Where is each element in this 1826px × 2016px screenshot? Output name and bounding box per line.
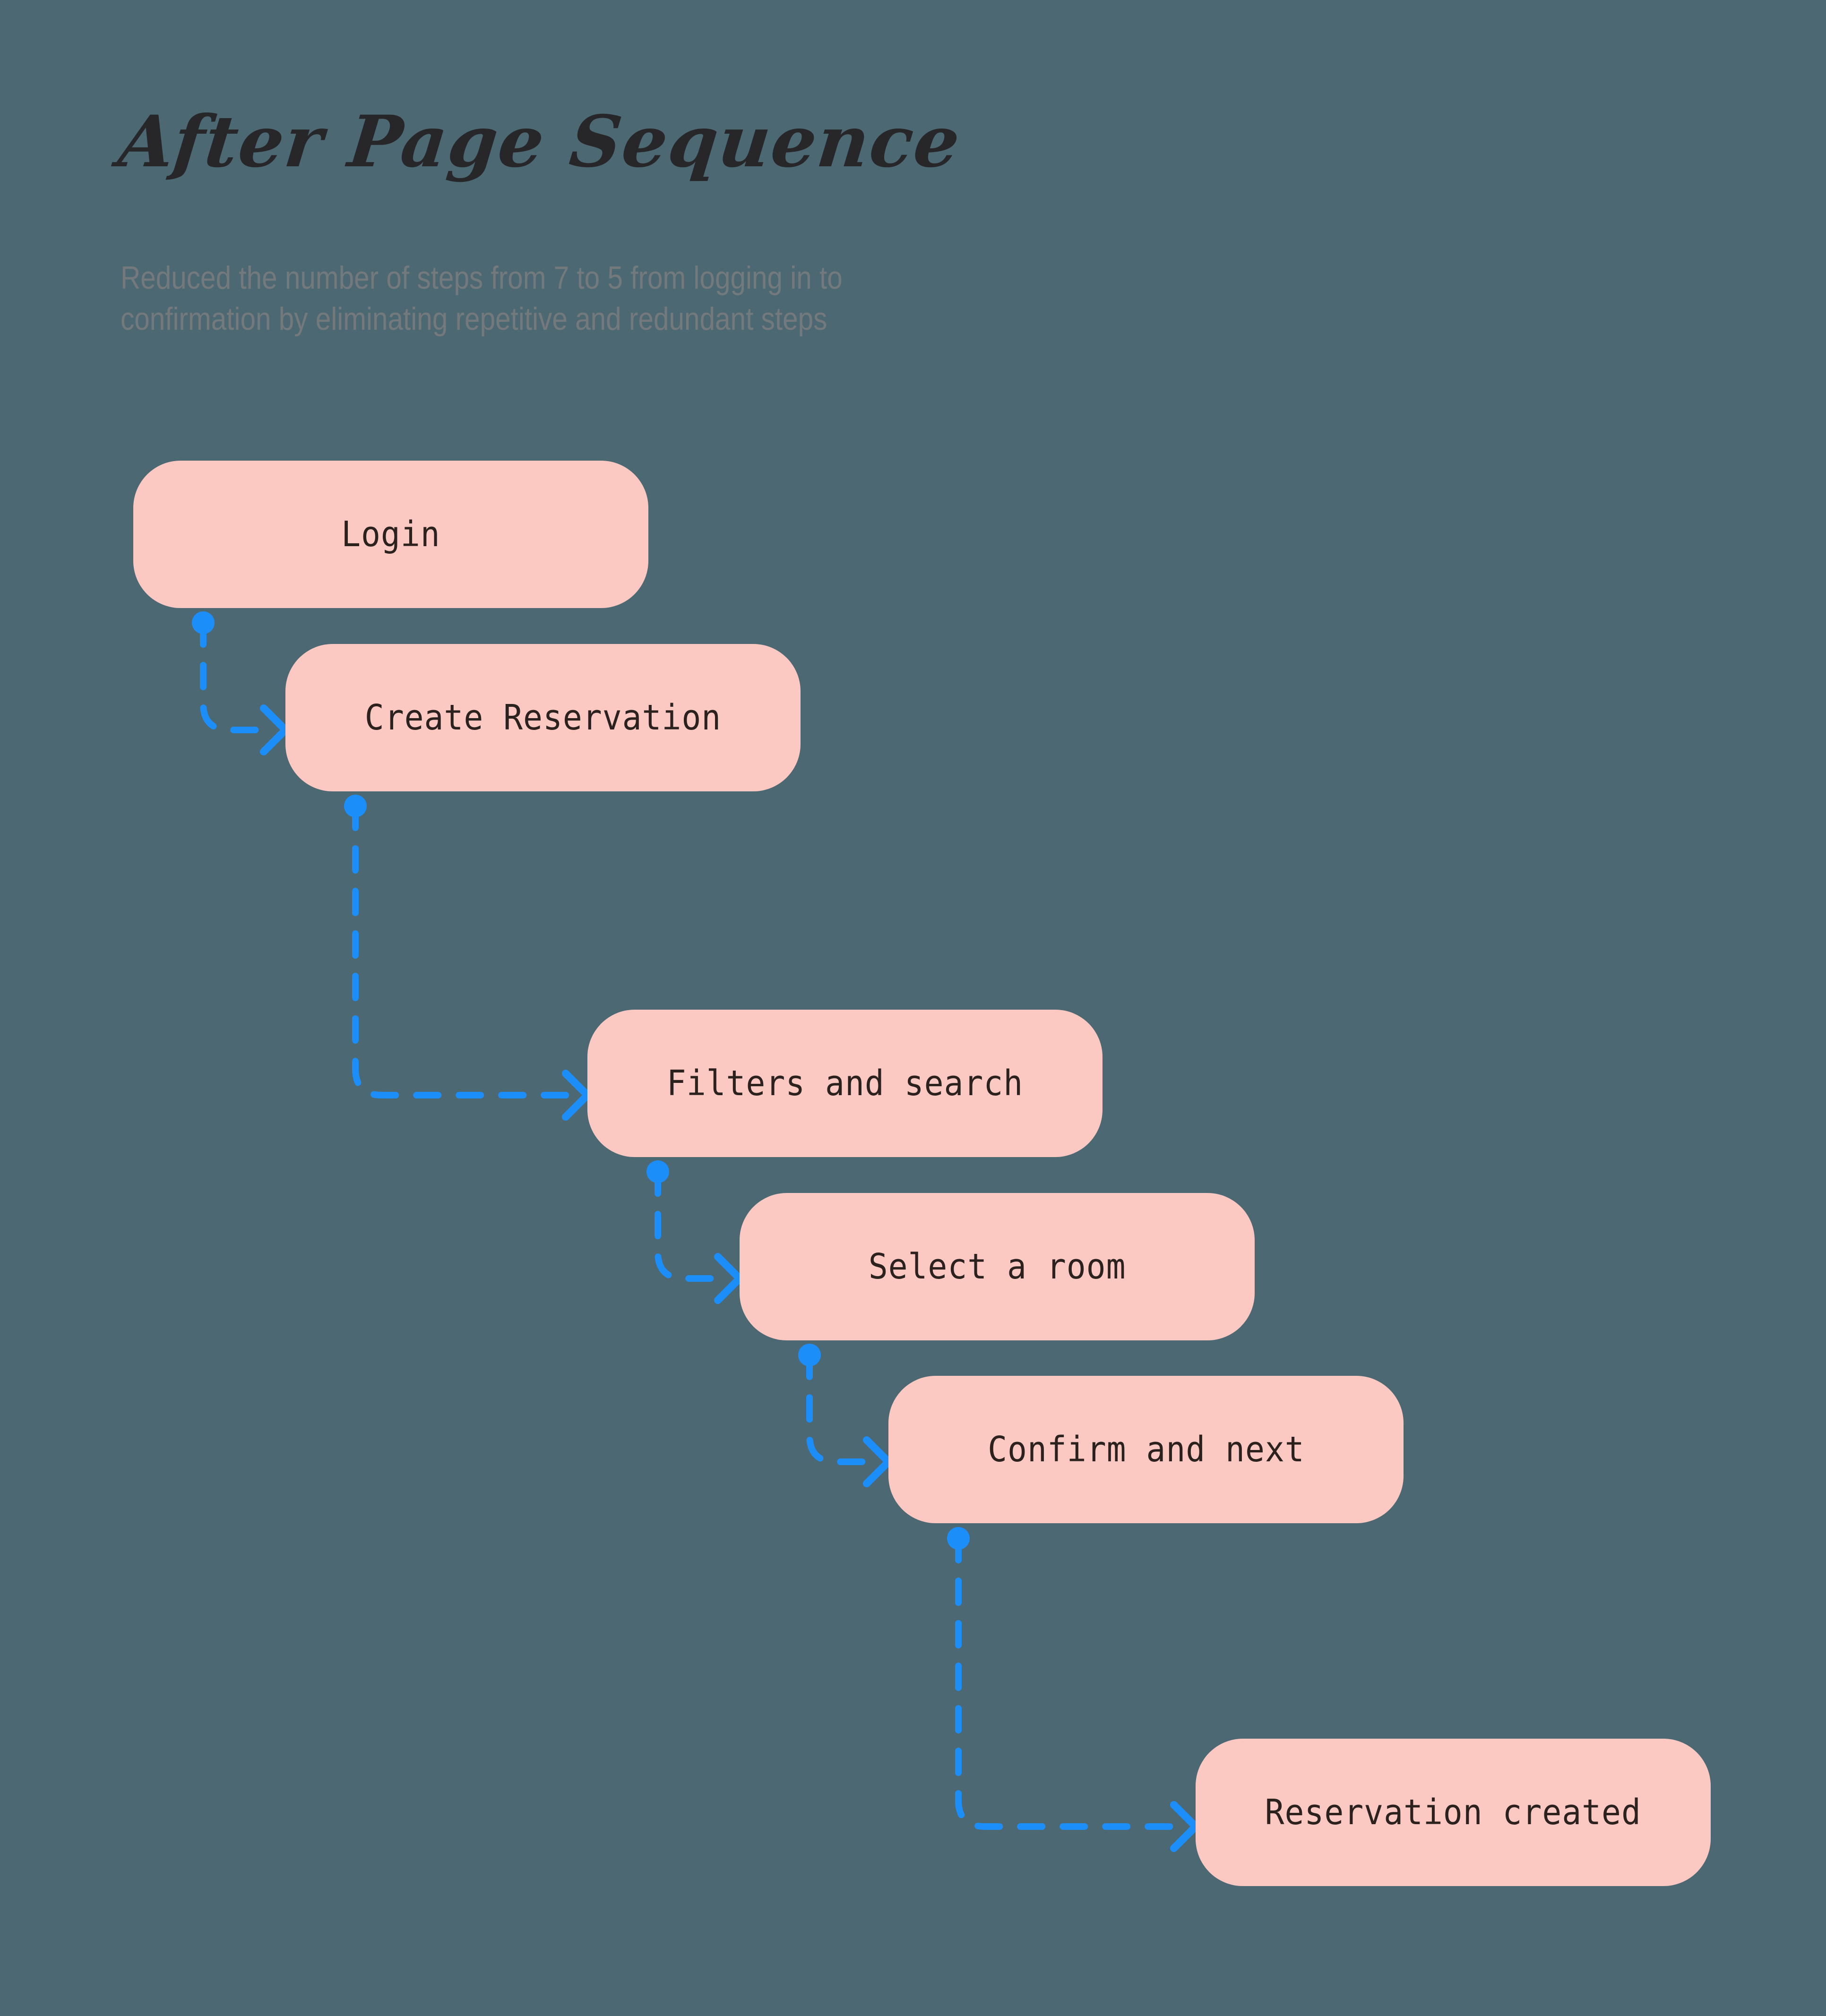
connector-origin-dot (947, 1527, 970, 1550)
connector-path (955, 1535, 1179, 1830)
connector-arrowhead-icon (1170, 1801, 1199, 1852)
connector-create-reservation-to-filters-and-search (344, 795, 591, 1121)
connector-arrowhead-icon (714, 1253, 743, 1304)
flow-node-login[interactable]: Login (133, 461, 648, 608)
flow-node-label: Confirm and next (987, 1429, 1305, 1470)
page-subtitle: Reduced the number of steps from 7 to 5 … (121, 260, 843, 337)
connector-select-a-room-to-confirm-and-next (798, 1344, 892, 1487)
connector-path (655, 1168, 723, 1282)
connector-path (200, 619, 269, 733)
flow-node-create-reservation[interactable]: Create Reservation (285, 644, 801, 791)
flow-node-label: Create Reservation (364, 697, 722, 738)
connector-origin-dot (192, 611, 215, 634)
connector-filters-and-search-to-select-a-room (646, 1160, 743, 1304)
flow-node-confirm-and-next[interactable]: Confirm and next (888, 1376, 1404, 1523)
connector-login-to-create-reservation (192, 611, 289, 755)
connector-path (352, 803, 571, 1098)
connector-origin-dot (646, 1160, 669, 1183)
flow-node-filters-and-search[interactable]: Filters and search (587, 1010, 1102, 1157)
flow-node-label: Select a room (868, 1246, 1126, 1287)
connector-path (806, 1352, 872, 1465)
flow-node-label: Reservation created (1265, 1792, 1642, 1833)
flow-node-select-a-room[interactable]: Select a room (740, 1193, 1255, 1340)
flow-node-reservation-created[interactable]: Reservation created (1196, 1739, 1711, 1886)
connector-confirm-and-next-to-reservation-created (947, 1527, 1199, 1852)
flow-node-label: Login (341, 514, 440, 555)
connector-origin-dot (344, 795, 367, 817)
connector-origin-dot (798, 1344, 821, 1366)
connector-arrowhead-icon (260, 704, 289, 755)
connector-arrowhead-icon (863, 1436, 892, 1487)
flow-node-label: Filters and search (666, 1063, 1024, 1104)
connector-arrowhead-icon (562, 1070, 591, 1121)
page-title: After Page Sequence (114, 100, 965, 183)
